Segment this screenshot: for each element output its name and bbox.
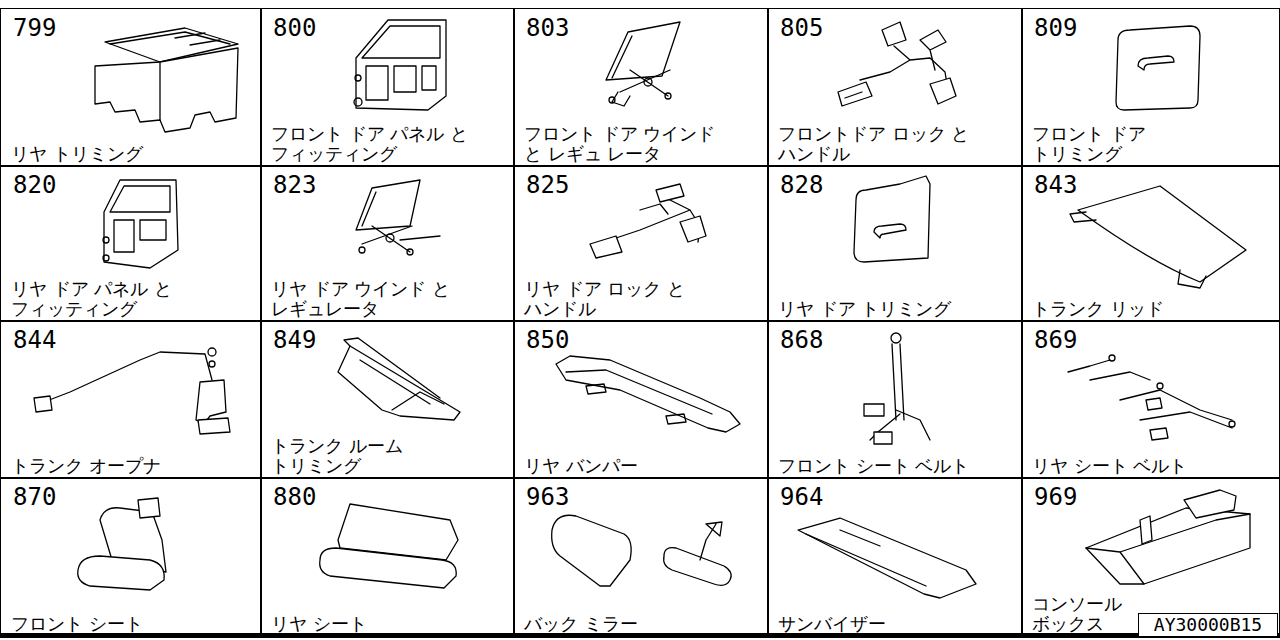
part-group-name: フロントドア ロック と ハンドル [778,124,980,164]
front-belt-figure [864,333,930,444]
section-number: 850 [526,327,569,353]
rear-trim-figure [95,28,238,132]
section-number: 800 [273,15,316,41]
part-group-name: リヤ ドア ロック と ハンドル [524,279,695,319]
trunk-room-trim-figure [338,338,460,420]
rear-trim-panel-figure [854,176,930,262]
rear-lock-figure [590,184,706,258]
catalog-cell: 805 フロントドア ロック と ハンドル [767,8,1023,167]
rear-bumper-figure [556,356,740,432]
part-group-name: リヤ バンパー [524,456,758,476]
part-group-name: リヤ シート ベルト [1032,456,1266,476]
mirror-figure [552,515,731,586]
section-number: 825 [526,172,569,198]
catalog-cell: 843 トランク リッド [1021,165,1280,322]
catalog-cell: 964 サンバイザー [767,477,1023,637]
rear-door-panel-figure [103,180,178,268]
catalog-cell: 809 フロント ドア トリミング [1021,8,1280,167]
section-number: 969 [1034,484,1077,510]
part-group-name: フロント シート ベルト [778,456,1012,476]
trunk-opener-figure [34,348,230,434]
section-number: 803 [526,15,569,41]
front-lock-figure [838,22,956,106]
part-group-name: リヤ トリミング [11,144,245,164]
section-number: 799 [13,15,56,41]
section-number: 844 [13,327,56,353]
section-number: 868 [780,327,823,353]
section-number: 828 [780,172,823,198]
rear-window-figure [356,180,440,255]
section-number: 805 [780,15,823,41]
part-group-name: トランク オープナ [11,456,245,476]
section-number: 823 [273,172,316,198]
part-group-name: フロント シート [11,614,245,634]
sheet-code: AY30000B15 [1150,615,1266,635]
section-number: 964 [780,484,823,510]
section-number: 869 [1034,327,1077,353]
part-group-name: フロント ドア トリミング [1032,124,1158,164]
part-group-name: リヤ シート [271,614,505,634]
sun-visor-figure [798,518,976,598]
catalog-cell: 800 フロント ドア パネル と フィッティング [260,8,515,167]
part-group-name: コンソール ボックス [1032,594,1131,634]
catalog-cell: 880 リヤ シート [260,477,515,637]
section-number: 963 [526,484,569,510]
part-group-name: リヤ ドア パネル と フィッティング [11,279,182,319]
catalog-cell: 850 リヤ バンパー [513,320,769,479]
base-rule [0,633,1280,638]
part-group-name: サンバイザー [778,614,1012,634]
front-door-panel-figure [354,20,446,110]
catalog-cell: 799 リヤ トリミング [0,8,262,167]
part-group-name: リヤ ドア トリミング [778,299,1012,319]
catalog-cell: 820 リヤ ドア パネル と フィッティング [0,165,262,322]
catalog-cell: 868 フロント シート ベルト [767,320,1023,479]
section-number: 843 [1034,172,1077,198]
section-number: 870 [13,484,56,510]
catalog-cell: 844 トランク オープナ [0,320,262,479]
catalog-cell: 870 フロント シート [0,477,262,637]
catalog-cell: 849 トランク ルーム トリミング [260,320,515,479]
part-group-name: トランク ルーム トリミング [271,436,415,476]
trunk-lid-figure [1070,186,1246,288]
catalog-cell: 823 リヤ ドア ウインド と レギュレータ [260,165,515,322]
catalog-cell: 869 リヤ シート ベルト [1021,320,1280,479]
sheet-code-box: AY30000B15 [1138,613,1278,637]
section-number: 880 [273,484,316,510]
section-number: 809 [1034,15,1077,41]
front-window-figure [606,22,680,106]
part-group-name: トランク リッド [1032,299,1266,319]
part-group-name: リヤ ドア ウインド と レギュレータ [271,279,460,319]
catalog-cell: 963 バック ミラー [513,477,769,637]
console-figure [1086,490,1250,584]
catalog-cell: 825 リヤ ドア ロック と ハンドル [513,165,769,322]
catalog-cell: 803 フロント ドア ウインド と レギュ レータ [513,8,769,167]
part-group-name: フロント ドア ウインド と レギュ レータ [524,124,726,164]
rear-seat-figure [320,504,458,588]
part-group-name: フロント ドア パネル と フィッティング [271,124,478,164]
section-number: 849 [273,327,316,353]
front-seat-figure [78,498,166,590]
part-group-name: バック ミラー [524,614,758,634]
front-trim-figure [1116,26,1200,110]
section-number: 820 [13,172,56,198]
rear-belt-figure [1068,355,1235,440]
catalog-cell: 828 リヤ ドア トリミング [767,165,1023,322]
